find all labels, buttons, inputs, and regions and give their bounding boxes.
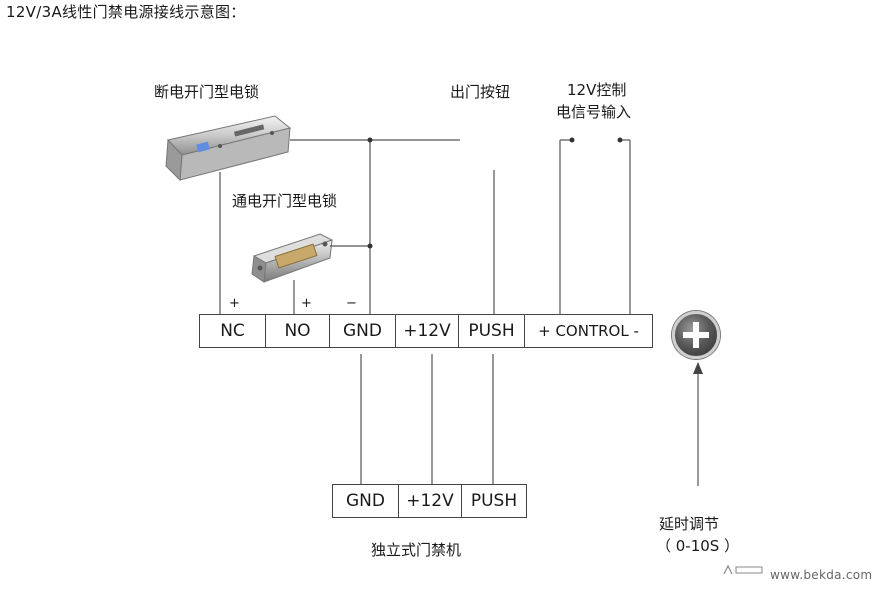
electric-strike-image bbox=[251, 233, 334, 283]
terminal-push: PUSH bbox=[459, 315, 525, 347]
terminal-nc: NC bbox=[200, 315, 266, 347]
site-logo-icon bbox=[723, 564, 763, 575]
standalone-terminal-12v: +12V bbox=[399, 485, 462, 517]
standalone-terminal-gnd: GND bbox=[333, 485, 399, 517]
polarity-gnd-minus: − bbox=[346, 296, 357, 311]
polarity-nc-plus: + bbox=[229, 296, 240, 311]
standalone-terminal-push: PUSH bbox=[470, 491, 518, 511]
terminal-gnd: GND bbox=[330, 315, 396, 347]
bolt-lock-image bbox=[165, 115, 292, 182]
label-control-line2: 电信号输入 bbox=[556, 103, 632, 121]
label-standalone-controller: 独立式门禁机 bbox=[371, 541, 462, 559]
delay-adjust-knob-icon bbox=[672, 311, 720, 359]
watermark-url: www.bekda.com bbox=[770, 568, 873, 582]
terminal-no: NO bbox=[266, 315, 330, 347]
label-delay-adjust: 延时调节 bbox=[659, 515, 720, 533]
page-title: 12V/3A线性门禁电源接线示意图： bbox=[6, 3, 246, 21]
label-electric-strike: 通电开门型电锁 bbox=[232, 192, 338, 210]
standalone-terminal-block: GND +12V PUSH bbox=[332, 484, 527, 518]
terminal-control: + CONTROL - bbox=[538, 322, 639, 340]
label-control-line1: 12V控制 bbox=[567, 81, 627, 99]
terminal-12v: +12V bbox=[396, 315, 459, 347]
label-bolt-lock: 断电开门型电锁 bbox=[154, 83, 260, 101]
main-terminal-block: NC NO GND +12V PUSH + CONTROL - bbox=[199, 314, 653, 348]
label-exit-button: 出门按钮 bbox=[450, 83, 511, 101]
polarity-no-plus: + bbox=[301, 296, 312, 311]
label-delay-range: （ 0-10S ） bbox=[656, 537, 740, 555]
